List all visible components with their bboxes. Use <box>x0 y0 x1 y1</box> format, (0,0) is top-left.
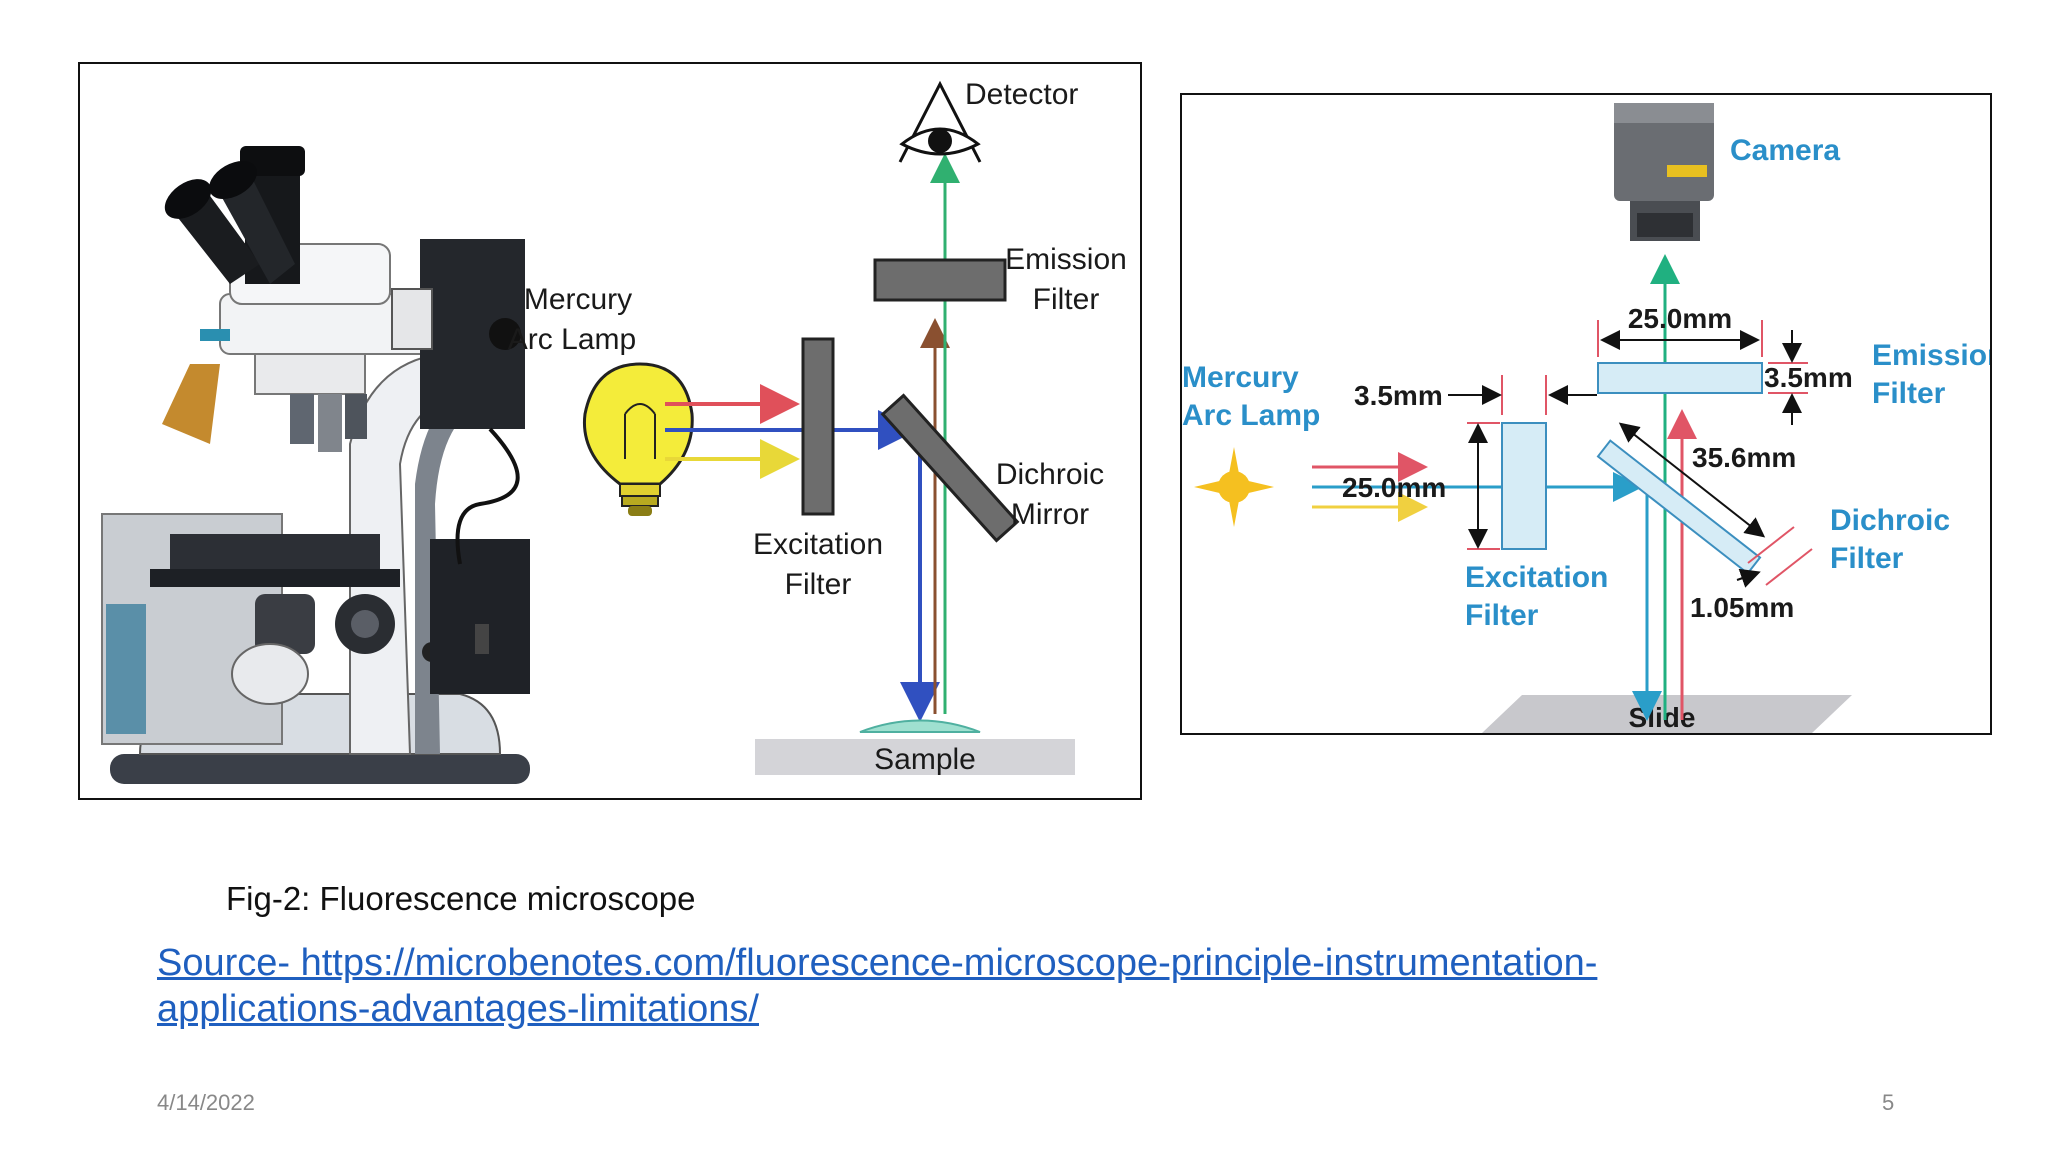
camera-label: Camera <box>1730 134 1840 167</box>
sample-label: Sample <box>874 743 976 776</box>
optical-path-diagram-panel: Camera Slide Mercury Arc Lamp 3.5mm 25.0… <box>1180 93 1992 735</box>
microscope-diagram-panel: Mercury Arc Lamp Excitation Filter Dichr… <box>78 62 1142 800</box>
emission-width-dim: 25.0mm <box>1628 303 1732 334</box>
dichroic-label-line2: Mirror <box>1011 498 1089 531</box>
excitation-filter-block <box>1501 422 1547 550</box>
dichroic-label-line2: Filter <box>1830 542 1904 575</box>
excitation-label-line1: Excitation <box>1465 561 1608 594</box>
emission-filter-block <box>1597 362 1763 394</box>
slide-stage <box>1482 695 1852 733</box>
microscope-diagram: Mercury Arc Lamp Excitation Filter Dichr… <box>101 78 1127 784</box>
figure-caption: Fig-2: Fluorescence microscope <box>226 880 696 917</box>
lamp-star-icon <box>1194 447 1274 527</box>
lamp-label-line2: Arc Lamp <box>508 323 636 356</box>
excitation-label-line2: Filter <box>1465 599 1539 632</box>
lamp-label-line1: Mercury <box>524 283 632 316</box>
dichroic-mirror-block <box>880 393 1020 543</box>
source-link[interactable]: Source- https://microbenotes.com/fluores… <box>157 942 1598 1030</box>
emission-thickness-dim: 3.5mm <box>1764 362 1853 393</box>
slide-date: 4/14/2022 <box>157 1090 255 1115</box>
emission-label-line2: Filter <box>1872 377 1946 410</box>
lamp-label-line2: Arc Lamp <box>1182 399 1320 432</box>
detector-label: Detector <box>965 78 1078 111</box>
sample-stage <box>755 739 1075 775</box>
mercury-lamp-bulb <box>582 362 694 516</box>
excitation-height-dim: 25.0mm <box>1342 472 1446 503</box>
emission-label-line1: Emission <box>1872 339 1990 372</box>
dichroic-label-line1: Dichroic <box>1830 504 1950 537</box>
dichroic-length-dim: 35.6mm <box>1692 442 1796 473</box>
excitation-filter-block <box>801 337 835 516</box>
optical-path-diagram: Camera Slide Mercury Arc Lamp 3.5mm 25.0… <box>1182 103 1990 733</box>
lamp-label-line1: Mercury <box>1182 361 1299 394</box>
dichroic-label-line1: Dichroic <box>996 458 1104 491</box>
camera-icon <box>1614 103 1714 241</box>
emission-filter-block <box>873 258 1007 302</box>
dichroic-thickness-dim: 1.05mm <box>1690 592 1794 623</box>
microscope-illustration <box>101 146 530 784</box>
excitation-label-line1: Excitation <box>753 528 883 561</box>
sample-specimen <box>859 719 981 733</box>
excitation-thickness-dim: 3.5mm <box>1354 380 1443 411</box>
slide-label: Slide <box>1629 702 1696 733</box>
emission-label-line1: Emission <box>1005 243 1127 276</box>
excitation-label-line2: Filter <box>785 568 852 601</box>
detector-eye-icon <box>898 80 982 163</box>
emission-label-line2: Filter <box>1033 283 1100 316</box>
slide-page-number: 5 <box>1882 1090 1895 1115</box>
